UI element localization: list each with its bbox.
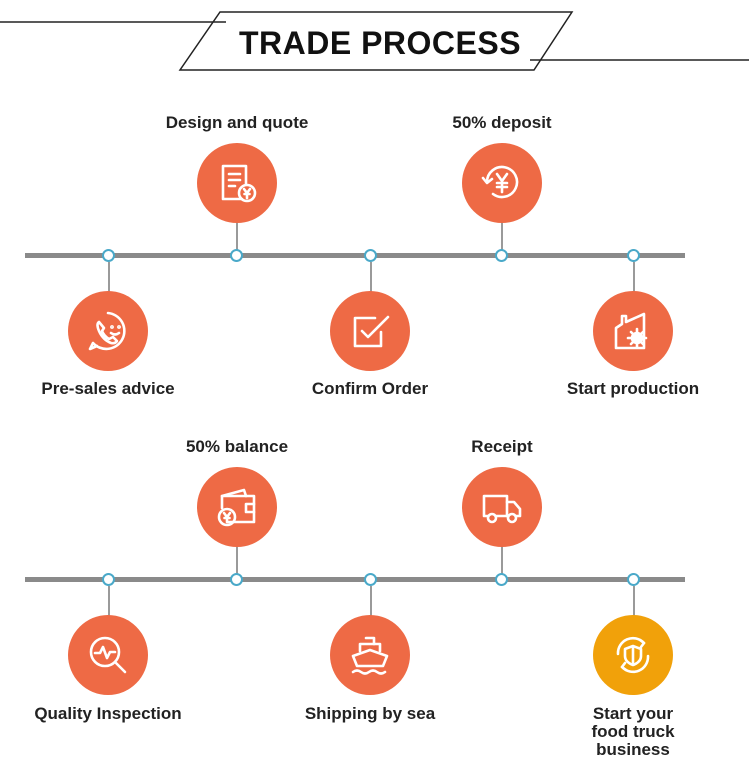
step-label: Shipping by sea	[304, 704, 436, 723]
step-label: Start production	[566, 379, 700, 398]
confirm-checkbox-icon	[353, 315, 390, 348]
delivery-truck-icon	[482, 494, 522, 524]
wallet-yen-icon	[217, 488, 256, 527]
connector	[633, 262, 635, 292]
shield-refresh-icon	[616, 636, 650, 674]
connector	[633, 586, 635, 616]
timeline-node	[364, 573, 377, 586]
step-pre-sales-advice	[68, 291, 148, 371]
timeline-row-1	[25, 253, 685, 258]
connector	[108, 262, 110, 292]
timeline-node	[102, 573, 115, 586]
connector	[501, 222, 503, 252]
connector	[501, 546, 503, 576]
step-shipping-by-sea	[330, 615, 410, 695]
page-title: TRADE PROCESS	[238, 25, 522, 61]
connector	[108, 586, 110, 616]
timeline-node	[627, 573, 640, 586]
step-50-balance	[197, 467, 277, 547]
step-50-deposit	[462, 143, 542, 223]
inspection-magnifier-icon	[89, 636, 127, 674]
step-label: 50% deposit	[452, 113, 552, 132]
connector	[370, 586, 372, 616]
connector	[236, 546, 238, 576]
step-quality-inspection	[68, 615, 148, 695]
ship-icon	[351, 636, 389, 675]
step-label: Design and quote	[165, 113, 309, 132]
step-label: Confirm Order	[311, 379, 429, 398]
timeline-row-2	[25, 577, 685, 582]
connector	[370, 262, 372, 292]
timeline-node	[230, 249, 243, 262]
step-label: Quality Inspection	[34, 704, 182, 723]
timeline-node	[102, 249, 115, 262]
step-start-your-food-truck-business	[593, 615, 673, 695]
step-confirm-order	[330, 291, 410, 371]
timeline-node	[230, 573, 243, 586]
yen-refresh-icon	[481, 165, 519, 199]
timeline-node	[364, 249, 377, 262]
timeline-node	[627, 249, 640, 262]
phone-chat-icon	[88, 311, 126, 351]
timeline-node	[495, 573, 508, 586]
step-label: Start your food truck business	[591, 704, 675, 759]
title-banner	[0, 11, 749, 71]
step-design-and-quote	[197, 143, 277, 223]
step-receipt	[462, 467, 542, 547]
quote-document-icon	[221, 164, 257, 203]
step-start-production	[593, 291, 673, 371]
factory-icon	[614, 312, 648, 350]
step-label: Pre-sales advice	[41, 379, 175, 398]
step-label: 50% balance	[185, 437, 289, 456]
step-label: Receipt	[471, 437, 533, 456]
timeline-node	[495, 249, 508, 262]
connector	[236, 222, 238, 252]
